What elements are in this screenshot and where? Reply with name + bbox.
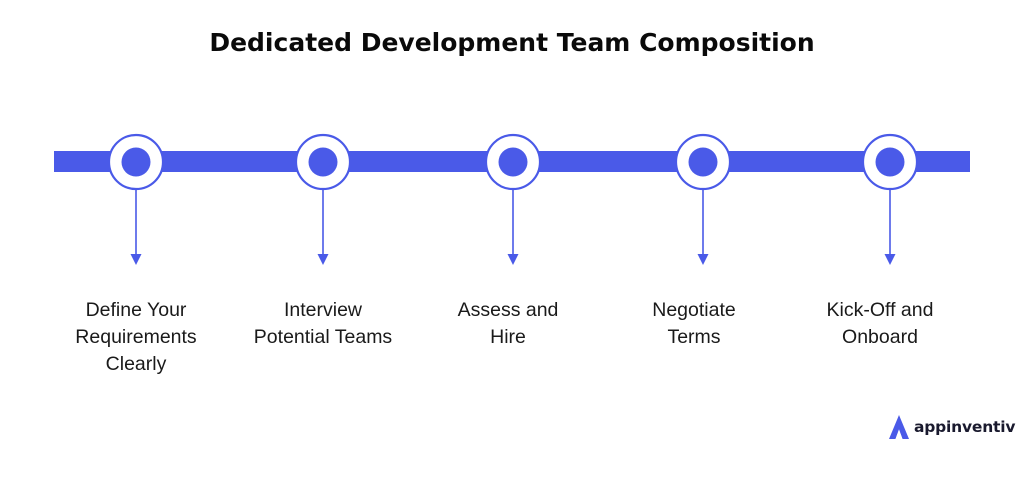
step-label-2: Interview Potential Teams bbox=[253, 299, 393, 348]
step-arrow-icon-2 bbox=[317, 254, 329, 265]
step-node-dot-5 bbox=[875, 147, 905, 177]
step-label-3: Assess and Hire bbox=[457, 299, 559, 348]
brand: appinventiv bbox=[888, 412, 1015, 442]
step-label-4: Negotiate Terms bbox=[652, 299, 736, 348]
step-node-dot-2 bbox=[308, 147, 338, 177]
step-arrow-icon-1 bbox=[130, 254, 142, 265]
step-node-dot-1 bbox=[121, 147, 151, 177]
step-node-dot-4 bbox=[688, 147, 718, 177]
page-title: Dedicated Development Team Composition bbox=[209, 28, 815, 57]
step-label-1: Define Your Requirements Clearly bbox=[75, 299, 197, 375]
step-label-5: Kick-Off and Onboard bbox=[826, 299, 934, 348]
step-arrow-icon-4 bbox=[697, 254, 709, 265]
brand-name: appinventiv bbox=[914, 418, 1016, 436]
step-node-dot-3 bbox=[498, 147, 528, 177]
step-arrow-icon-5 bbox=[884, 254, 896, 265]
step-arrow-icon-3 bbox=[507, 254, 519, 265]
appinventiv-logo-icon bbox=[889, 415, 909, 439]
